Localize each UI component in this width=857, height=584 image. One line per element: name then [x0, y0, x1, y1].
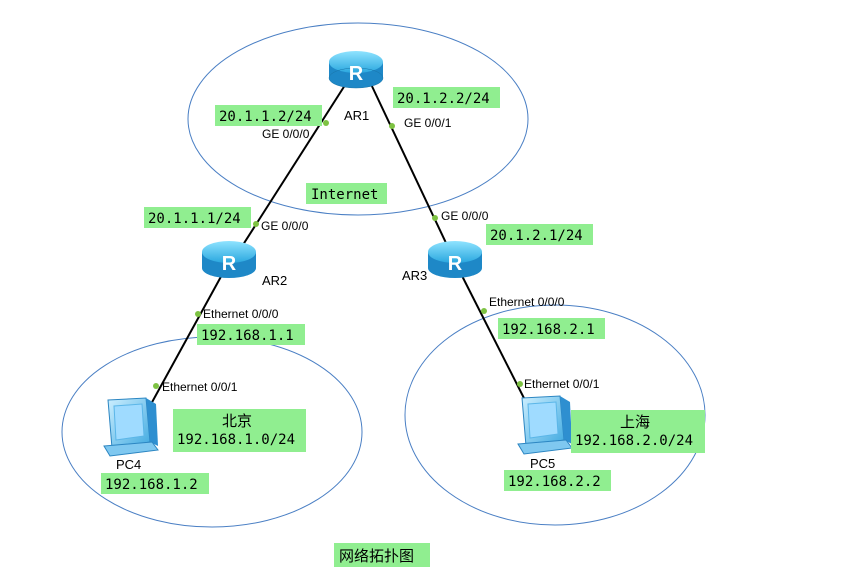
ar1-g0-ip: 20.1.1.2/24	[219, 109, 312, 125]
ar2-g0-port: GE 0/0/0	[261, 219, 309, 233]
port-dot-ar3-e0	[481, 308, 487, 314]
label-bg	[571, 410, 705, 453]
label-bg	[498, 318, 605, 339]
router-icon[interactable]: R	[428, 241, 482, 278]
svg-text:R: R	[222, 253, 237, 275]
ar3-g0-ip: 20.1.2.1/24	[490, 228, 583, 244]
label-bg	[486, 224, 593, 245]
ar1-name: AR1	[344, 108, 369, 123]
pc-icon[interactable]	[517, 395, 573, 455]
ar2-g0-ip: 20.1.1.1/24	[148, 211, 241, 227]
label-bg	[197, 324, 305, 345]
ar3-g0-port: GE 0/0/0	[441, 209, 489, 223]
label-bg	[144, 207, 251, 228]
port-dot-ar1-g0	[323, 120, 329, 126]
port-dot-pc5-e1	[517, 381, 523, 387]
ar1-g1-port: GE 0/0/1	[404, 116, 452, 130]
router-icon[interactable]: R	[202, 241, 256, 278]
label-bg	[504, 470, 611, 491]
diagram-caption: 网络拓扑图	[339, 547, 414, 565]
ar1-g0-port: GE 0/0/0	[262, 127, 310, 141]
beijing-name: 北京	[222, 412, 252, 430]
pc4-ip: 192.168.1.2	[105, 477, 198, 493]
port-dot-pc4-e1	[153, 383, 159, 389]
ar1-g1-ip: 20.1.2.2/24	[397, 91, 490, 107]
ar2-name: AR2	[262, 273, 287, 288]
svg-text:R: R	[349, 63, 364, 85]
link-ar1-ar3	[369, 81, 456, 263]
pc5-e1-port: Ethernet 0/0/1	[524, 377, 600, 391]
label-bg	[393, 87, 500, 108]
svg-text:R: R	[448, 253, 463, 275]
port-dot-ar2-g0	[253, 221, 259, 227]
ar3-name: AR3	[402, 268, 427, 283]
label-bg	[306, 183, 387, 204]
pc-icon[interactable]	[103, 397, 159, 457]
label-bg	[334, 543, 430, 567]
shanghai-name: 上海	[620, 413, 650, 431]
port-dot-ar3-g0	[432, 215, 438, 221]
link-ar1-ar2	[231, 81, 348, 263]
internet-ellipse	[187, 22, 529, 216]
label-bg	[173, 409, 306, 452]
label-bg	[101, 473, 209, 494]
port-dot-ar2-e0	[195, 311, 201, 317]
pc5-name: PC5	[530, 456, 555, 471]
router-icon[interactable]: R	[328, 51, 384, 89]
beijing-net: 192.168.1.0/24	[177, 432, 295, 448]
ar2-e0-port: Ethernet 0/0/0	[203, 307, 279, 321]
pc4-e1-port: Ethernet 0/0/1	[162, 380, 238, 394]
pc5-ip: 192.168.2.2	[508, 474, 601, 490]
ar3-e0-port: Ethernet 0/0/0	[489, 295, 565, 309]
internet-label: Internet	[311, 187, 378, 203]
link-ar2-pc4	[144, 261, 230, 416]
ar3-e0-ip: 192.168.2.1	[502, 322, 595, 338]
shanghai-net: 192.168.2.0/24	[575, 433, 693, 449]
ar2-e0-ip: 192.168.1.1	[201, 328, 294, 344]
port-dot-ar1-g1	[389, 123, 395, 129]
label-bg	[215, 105, 322, 126]
pc4-name: PC4	[116, 457, 141, 472]
